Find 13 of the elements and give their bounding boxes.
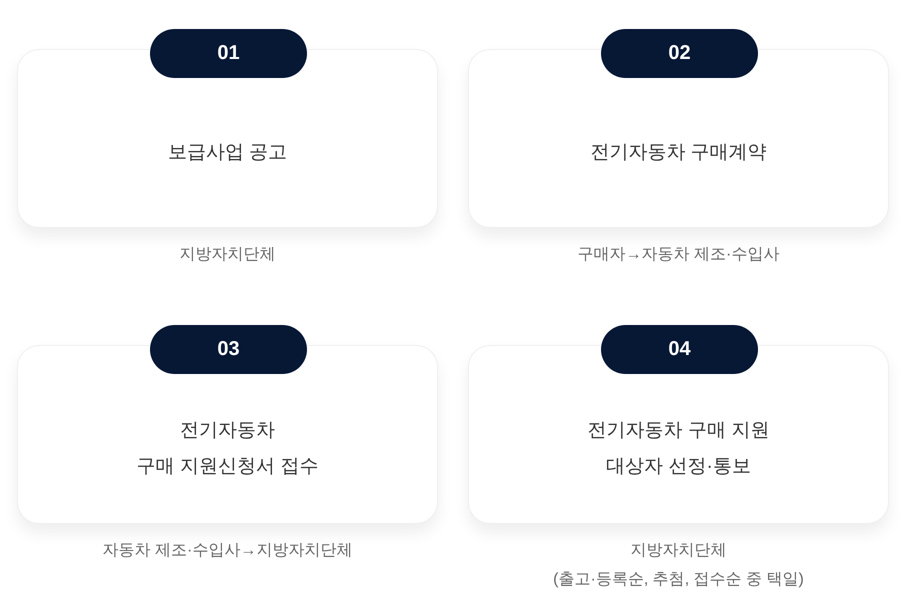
caption-text: 지방자치단체: [180, 245, 276, 265]
step-text: 전기자동차 구매계약: [590, 140, 767, 164]
step-text: 전기자동차 구매 지원 대상자 선정·통보: [588, 418, 770, 478]
number-badge: 01: [150, 29, 307, 78]
number-badge: 04: [601, 325, 758, 374]
caption-text: 자동차 제조·수입사→지방자치단체: [102, 541, 352, 561]
number-badge: 02: [601, 29, 758, 78]
step-text: 전기자동차 구매 지원신청서 접수: [136, 418, 318, 478]
step-text: 보급사업 공고: [168, 140, 288, 164]
number-badge: 03: [150, 325, 307, 374]
caption-text: 지방자치단체: [630, 541, 726, 561]
caption-text: 구매자→자동차 제조·수입사: [578, 245, 780, 265]
caption-text: (출고·등록순, 추첨, 접수순 중 택일): [553, 570, 804, 590]
